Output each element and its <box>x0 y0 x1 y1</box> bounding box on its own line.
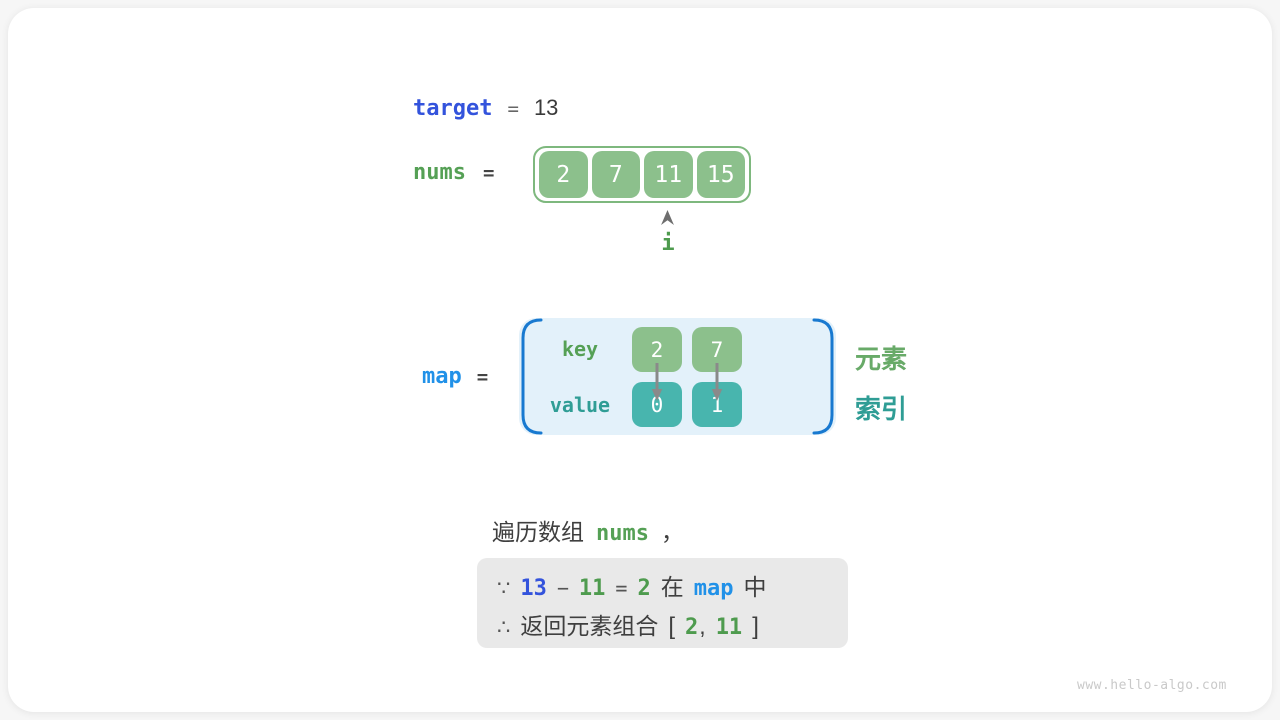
note-in-text: 在 <box>660 574 684 600</box>
index-pointer-arrow-icon <box>661 210 674 225</box>
conclusion-note-box: ∵ 13 − 11 = 2 在 map 中 ∴ 返回元素组合 [ 2 , 11 … <box>477 558 848 648</box>
note-in-suffix: 中 <box>743 574 767 600</box>
note-line-because: ∵ 13 − 11 = 2 在 map 中 <box>497 568 848 607</box>
nums-row: nums = <box>413 160 494 185</box>
open-bracket: [ <box>668 613 676 640</box>
result-first-number: 2 <box>685 615 699 640</box>
nums-cell-0: 2 <box>539 151 588 198</box>
note-complement-number: 2 <box>637 576 651 601</box>
result-second-number: 11 <box>715 615 743 640</box>
legend-index-label: 索引 <box>855 394 908 424</box>
key-to-value-arrow-icon <box>711 363 723 401</box>
target-value: 13 <box>533 95 559 120</box>
result-comma: , <box>699 613 706 639</box>
map-equals-sign: = <box>476 365 489 388</box>
caption-nums-code: nums <box>596 521 649 546</box>
map-value-cell-0: 0 <box>632 382 682 427</box>
note-line-therefore: ∴ 返回元素组合 [ 2 , 11 ] <box>497 607 848 646</box>
caption-text: 遍历数组 <box>492 519 584 545</box>
caption-row: 遍历数组 nums ， <box>492 513 684 547</box>
watermark: www.hello-algo.com <box>1077 678 1227 693</box>
map-row: map = <box>422 364 488 389</box>
nums-cell-3: 15 <box>696 151 745 198</box>
target-row: target = 13 <box>413 95 558 121</box>
key-to-value-arrow-icon <box>651 363 663 401</box>
map-bracket-icon <box>521 318 834 435</box>
note-map-code: map <box>693 576 734 601</box>
note-result-text: 返回元素组合 <box>520 613 659 639</box>
target-equals-sign: = <box>507 98 519 120</box>
note-equals-sign: = <box>615 576 628 600</box>
nums-cell-2: 11 <box>644 151 693 198</box>
note-target-number: 13 <box>520 576 547 601</box>
because-symbol: ∵ <box>497 577 511 600</box>
map-value-label: value <box>549 393 611 417</box>
nums-variable: nums <box>413 160 466 185</box>
therefore-symbol: ∴ <box>497 616 511 639</box>
close-bracket: ] <box>752 613 759 640</box>
nums-cell-1: 7 <box>591 151 640 198</box>
caption-comma: ， <box>660 519 684 545</box>
index-pointer-label: i <box>661 231 675 256</box>
nums-array: 2 7 11 15 <box>533 146 751 203</box>
map-key-label: key <box>561 337 599 361</box>
note-current-number: 11 <box>578 576 606 601</box>
target-variable: target <box>413 96 493 121</box>
map-variable: map <box>422 364 462 389</box>
minus-sign: − <box>556 576 569 600</box>
nums-equals-sign: = <box>482 161 495 184</box>
legend-element-label: 元素 <box>855 344 908 374</box>
